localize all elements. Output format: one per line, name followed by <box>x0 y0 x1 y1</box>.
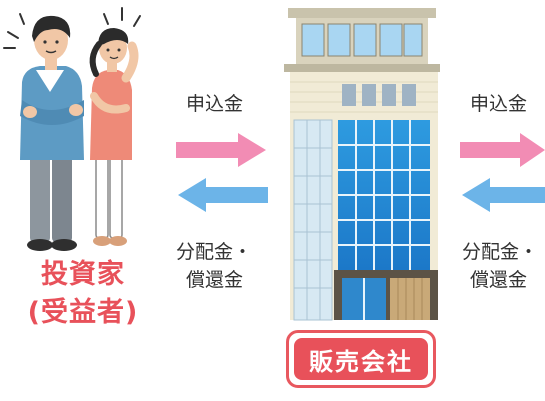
investor-label-line2: (受益者) <box>27 297 139 328</box>
company-label: 販売会社 <box>294 338 428 380</box>
arrow-left-blue-right <box>462 178 545 212</box>
arrow-right-pink-right <box>460 133 545 167</box>
building-illustration <box>284 8 440 321</box>
subscription-label-left: 申込金 <box>186 93 244 115</box>
man-figure <box>20 15 84 251</box>
excitement-marks <box>3 7 141 49</box>
arrow-right-pink-left <box>176 133 266 167</box>
distribution-label-left-line1: 分配金・ <box>176 241 253 263</box>
distribution-label-right-line2: 償還金 <box>470 269 528 291</box>
distribution-label-right-line1: 分配金・ <box>462 241 539 263</box>
subscription-label-right: 申込金 <box>470 93 528 115</box>
investors-illustration <box>3 7 141 251</box>
distribution-label-left-line2: 償還金 <box>186 269 244 291</box>
company-badge: 販売会社 <box>286 330 436 388</box>
investor-label-line1: 投資家 <box>41 259 125 290</box>
arrow-left-blue-left <box>178 178 268 212</box>
woman-figure <box>89 28 139 246</box>
